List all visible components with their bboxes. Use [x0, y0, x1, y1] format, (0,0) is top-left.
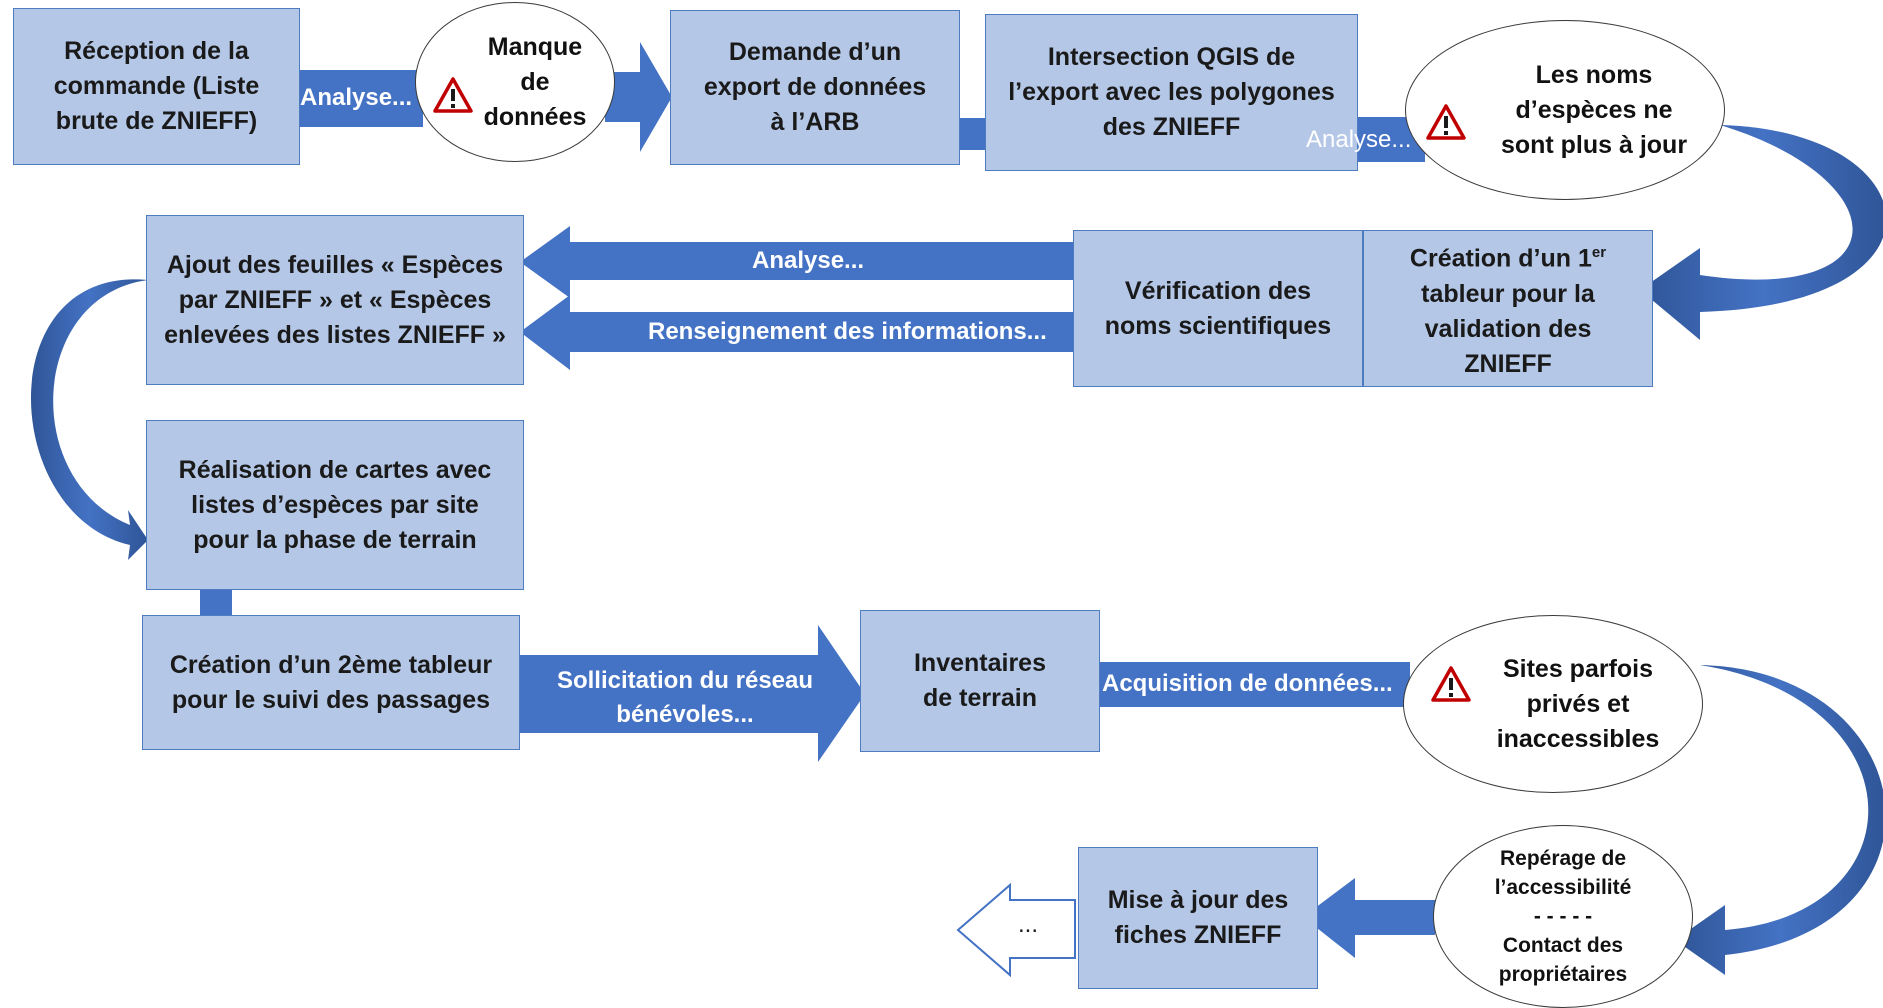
label-renseignement: Renseignement des informations...	[648, 318, 1047, 345]
node-demande: Demande d’un export de données à l’ARB	[670, 10, 960, 165]
warning-icon	[1431, 666, 1471, 702]
node-reperage-ellipse: Repérage de l’accessibilité - - - - - Co…	[1433, 825, 1693, 1008]
warning-icon	[433, 77, 473, 113]
label-sollicitation: Sollicitation du réseau bénévoles...	[556, 667, 814, 728]
node-miseajour: Mise à jour des fiches ZNIEFF	[1078, 847, 1318, 989]
node-creation1: Création d’un 1er tableur pour la valida…	[1363, 230, 1653, 387]
warning-icon	[1426, 104, 1466, 140]
node-sites-ellipse: Sites parfois privés et inaccessibles	[1403, 615, 1703, 793]
arrow-renseignement	[520, 295, 1075, 370]
curve-arrow-sites-to-reperage	[1675, 665, 1883, 975]
node-manque-ellipse: Manque de données	[415, 2, 615, 162]
node-ajout: Ajout des feuilles « Espèces par ZNIEFF …	[146, 215, 524, 385]
arrow-analyse-1	[283, 70, 423, 127]
arrow-reperage-to-miseajour	[1303, 878, 1435, 958]
label-analyse-2: Analyse...	[1306, 126, 1412, 153]
node-inventaires: Inventaires de terrain	[860, 610, 1100, 752]
arrow-manque-to-demande	[605, 42, 672, 152]
label-analyse-1: Analyse...	[300, 84, 413, 111]
node-reception: Réception de la commande (Liste brute de…	[13, 8, 300, 165]
node-creation2: Création d’un 2ème tableur pour le suivi…	[142, 615, 520, 750]
node-realisation: Réalisation de cartes avec listes d’espè…	[146, 420, 524, 590]
arrow-analyse-3	[520, 226, 1075, 298]
node-verification: Vérification des noms scientifiques	[1073, 230, 1363, 387]
node-intersection: Intersection QGIS de l’export avec les p…	[985, 14, 1358, 171]
arrow-sollicitation	[520, 625, 865, 762]
arrow-acquisition	[1088, 662, 1410, 707]
curve-arrow-noms-to-creation	[1640, 125, 1883, 340]
curve-arrow-ajout-to-realisation	[30, 279, 148, 560]
outline-arrow-final	[956, 882, 1076, 978]
label-analyse-3: Analyse...	[752, 247, 865, 274]
label-final: ...	[1018, 911, 1039, 938]
label-acquisition: Acquisition de données...	[1102, 670, 1393, 697]
node-noms-ellipse: Les noms d’espèces ne sont plus à jour	[1405, 20, 1725, 200]
